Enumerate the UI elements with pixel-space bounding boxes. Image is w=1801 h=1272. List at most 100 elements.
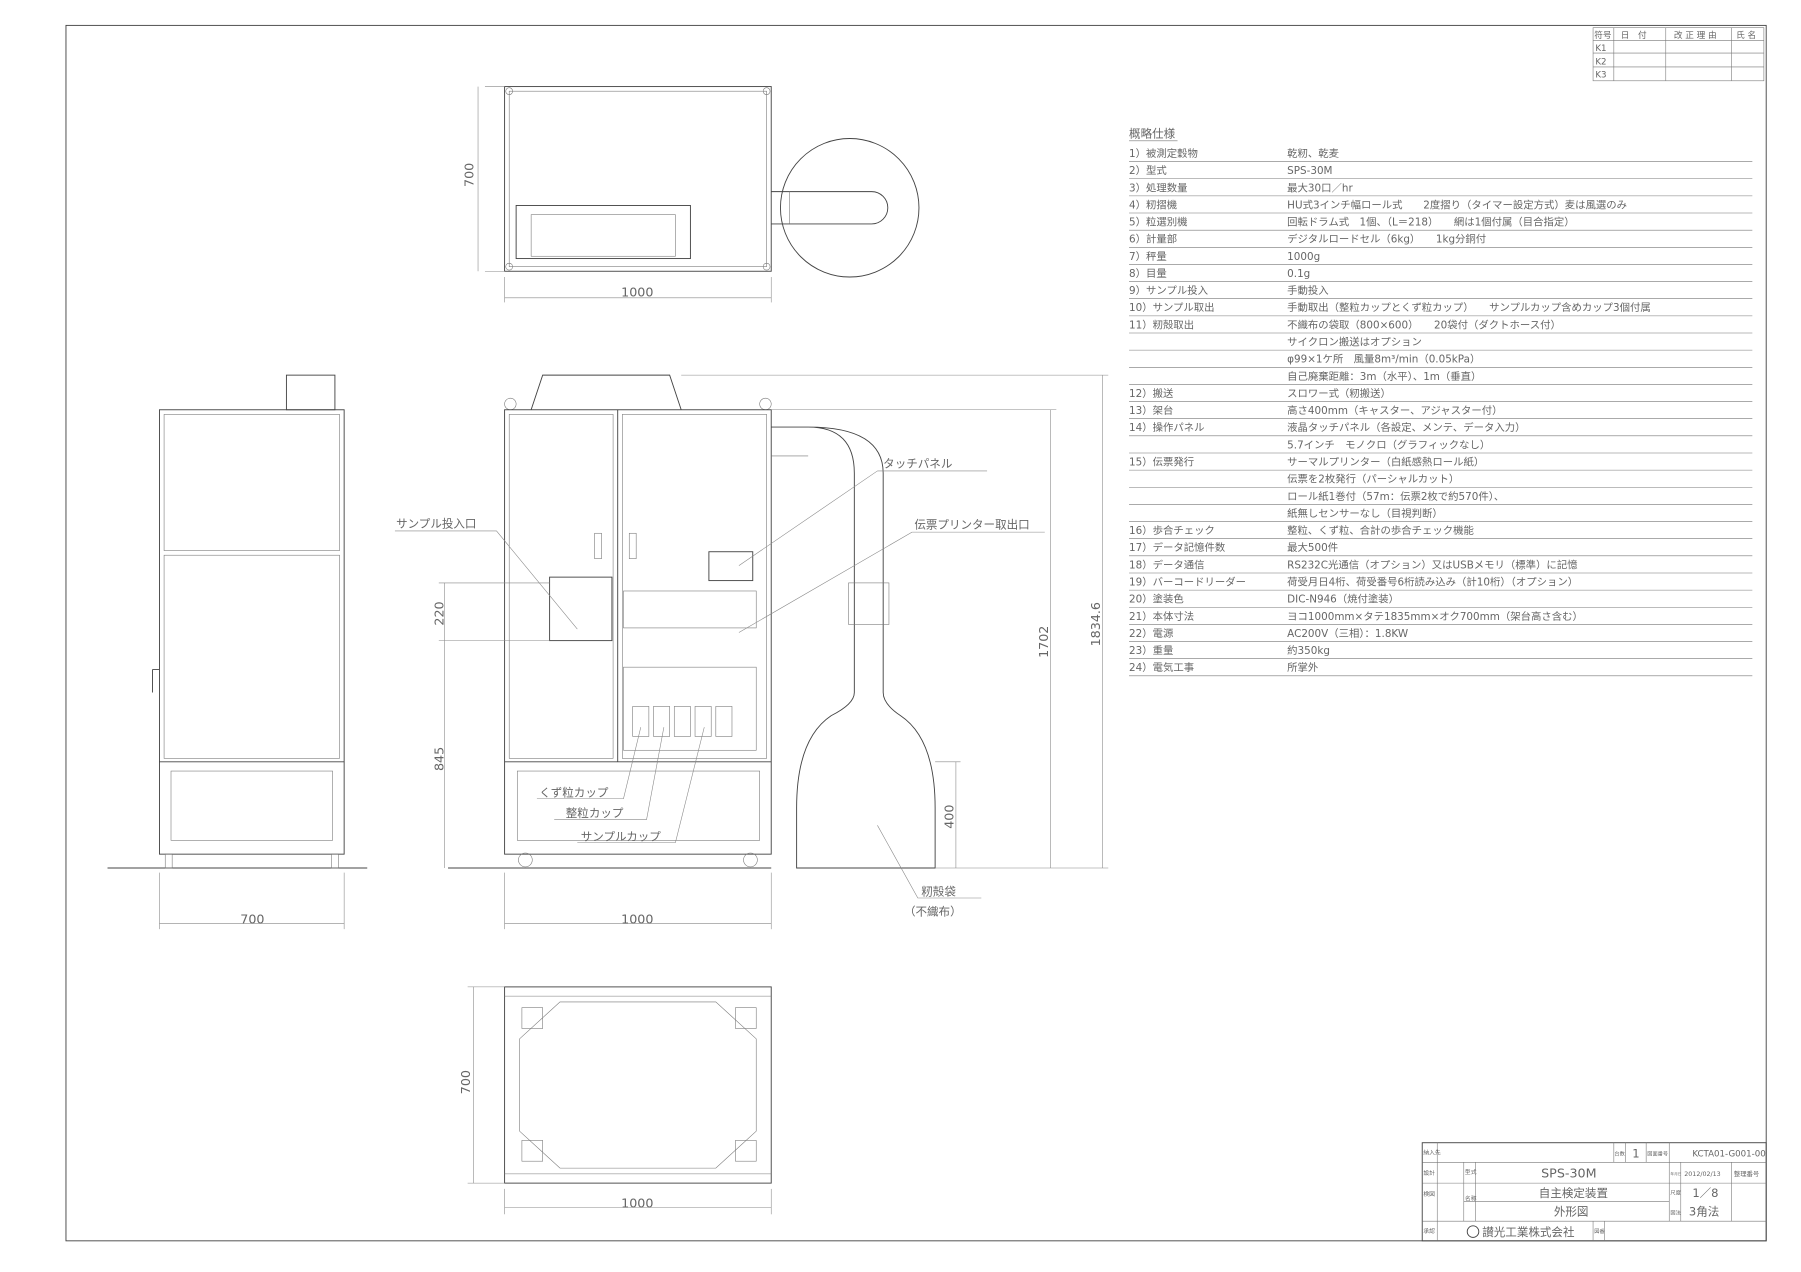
spec-value: 5.7インチ モノクロ（グラフィックなし） [1287,438,1490,451]
spec-value: 最大30口／hr [1287,181,1353,194]
tb-name: 自主検定装置 [1539,1186,1608,1200]
spec-value: 所掌外 [1287,661,1319,674]
side-view: 700 [107,374,368,930]
sheet-border [65,24,1767,1242]
spec-value: 自己廃棄距離：3m（水平）、1m（垂直） [1287,370,1481,383]
spec-row: 3）処理数量 最大30口／hr [1129,181,1753,197]
spec-value: 高さ400mm（キャスター、アジャスター付） [1287,404,1502,417]
spec-row: 伝票を2枚発行（パーシャルカット） [1129,473,1753,488]
spec-label: 10）サンプル取出 [1129,301,1215,314]
spec-label: 19）バーコードリーダー [1129,576,1246,589]
front-view: 220 845 1702 1834.6 400 1000 タッチパネル 伝票プリ… [394,374,1109,930]
spec-value: RS232C光通信（オプション）又はUSBメモリ（標準）に記憶 [1287,558,1577,571]
spec-value: 乾籾、乾麦 [1287,147,1340,160]
spec-row: 9）サンプル投入手動投入 [1129,284,1753,300]
spec-value: 液晶タッチパネル（各設定、メンテ、データ入力） [1287,421,1525,434]
spec-label: 1）被測定穀物 [1129,147,1198,160]
spec-label: 24）電気工事 [1129,661,1194,674]
dim-total-height: 1834.6 [1088,602,1103,646]
spec-label: 18）データ通信 [1129,558,1204,571]
spec-label: 3）処理数量 [1129,181,1187,194]
spec-value: 荷受月日4桁、荷受番号6桁読み込み（計10桁）（オプション） [1287,576,1578,589]
spec-row: ロール紙1巻付（57m：伝票2枚で約570件）、 [1129,490,1753,505]
spec-value: サイクロン搬送はオプション [1287,336,1422,349]
spec-label: 11）籾殻取出 [1129,318,1194,331]
spec-row: 2）型式 SPS-30M [1129,164,1753,180]
label-printer-outlet: 伝票プリンター取出口 [914,518,1029,532]
spec-label: 7）秤量 [1129,251,1167,263]
spec-label: 14）操作パネル [1129,421,1204,434]
spec-row: 13）架台 高さ400mm（キャスター、アジャスター付） [1129,404,1753,419]
spec-label: 13）架台 [1129,404,1173,417]
spec-value: SPS-30M [1287,165,1332,177]
spec-label: 23）重量 [1129,644,1173,657]
spec-row: φ99×1ケ所 風量8m³/min（0.05kPa） [1129,354,1753,368]
spec-value: 整粒、くず粒、合計の歩合チェック機能 [1287,524,1474,537]
rev-header-name: 氏 名 [1736,29,1756,41]
tb-projection: 3角法 [1689,1204,1719,1218]
label-sample-cup: サンプルカップ [581,829,661,843]
rev-header-date: 日 付 [1621,30,1647,41]
spec-row: 4）籾摺機 HU式3インチ幅ロール式 2度摺り（タイマー設定方式）麦は風選のみ [1129,198,1753,214]
spec-value: DIC-N946（焼付塗装） [1287,593,1399,606]
spec-value: 0.1g [1287,268,1310,280]
tb-date: 2012/02/13 [1684,1171,1720,1178]
spec-value: デジタルロードセル（6kg） 1kg分銅付 [1287,233,1486,246]
spec-row: 17）データ記憶件数 最大500件 [1129,541,1753,557]
spec-row: 15）伝票発行サーマルプリンター（白紙感熱ロール紙） [1129,456,1753,471]
spec-value: ヨコ1000mm×タテ1835mm×オク700mm（架台高さ含む） [1287,610,1583,623]
spec-label: 2）型式 [1129,164,1167,177]
tb-count: 1 [1632,1147,1639,1161]
tb-count-label: 台数 [1614,1149,1625,1157]
spec-value: 回転ドラム式 1個、（L＝218） 網は1個付属（目合指定） [1287,216,1574,229]
tb-model-label: 型式 [1465,1168,1477,1176]
revision-table: 符号 日 付 改 正 理 由 氏 名 K1 K2 K3 [1592,27,1765,82]
dim-inlet-height: 220 [431,601,446,625]
spec-label: 22）電源 [1129,627,1174,640]
spec-value: 伝票を2枚発行（パーシャルカット） [1287,473,1459,486]
rev-header-reason: 改 正 理 由 [1674,29,1717,41]
spec-label: 21）本体寸法 [1129,610,1194,623]
tb-drawing-label: 図番 [1594,1228,1605,1235]
dim-front-width: 1000 [621,911,653,926]
tb-drawing-no: KCTA01-G001-00 [1692,1150,1765,1160]
spec-row: 11）籾殻取出 不織布の袋取（800×600） 20袋付（ダクトホース付） [1129,318,1753,334]
spec-row: 16）歩合チェック整粒、くず粒、合計の歩合チェック機能 [1129,524,1753,539]
spec-label: 4）籾摺機 [1129,198,1177,211]
spec-value: 手動取出（整粒カップとくず粒カップ） サンプルカップ含めカップ3個付属 [1287,301,1651,314]
dim-bottom-width: 1000 [621,1195,653,1210]
spec-row: 紙無しセンサーなし（目視判断） [1129,507,1753,522]
label-husk-bag: 籾殻袋 [921,885,956,899]
tb-name-label: 名称 [1465,1194,1477,1202]
dim-side-width: 700 [240,911,264,926]
spec-value: φ99×1ケ所 風量8m³/min（0.05kPa） [1287,354,1480,366]
spec-value: 最大500件 [1287,541,1338,554]
tb-projection-label: 図法 [1670,1208,1680,1216]
spec-row: 1）被測定穀物 乾籾、乾麦 [1129,147,1753,162]
spec-value: ロール紙1巻付（57m：伝票2枚で約570件）、 [1287,490,1504,503]
tb-drawing-no-label: 図面番号 [1647,1150,1668,1157]
label-husk-bag-note: （不織布） [904,904,962,918]
spec-row: 5）粒選別機回転ドラム式 1個、（L＝218） 網は1個付属（目合指定） [1129,216,1753,231]
tb-scale-label: 尺度 [1670,1189,1680,1197]
tb-scale: 1／8 [1692,1186,1718,1200]
spec-value: 紙無しセンサーなし（目視判断） [1287,507,1443,520]
spec-label: 17）データ記憶件数 [1129,541,1226,554]
spec-row: 23）重量約350kg [1129,644,1753,659]
spec-row: サイクロン搬送はオプション [1129,336,1753,351]
label-good-cup: 整粒カップ [566,806,624,820]
spec-value: HU式3インチ幅ロール式 2度摺り（タイマー設定方式）麦は風選のみ [1287,198,1627,211]
rev-header-code: 符号 [1594,29,1612,41]
spec-value: AC200V（三相）：1.8KW [1287,627,1408,640]
rev-row-code: K1 [1595,44,1606,54]
spec-value: 不織布の袋取（800×600） 20袋付（ダクトホース付） [1287,318,1561,331]
tb-label-customer: 納入先 [1423,1148,1441,1156]
dim-top-depth: 700 [461,163,476,187]
dim-body-height: 1702 [1036,626,1051,658]
rev-row-code: K3 [1595,70,1606,80]
label-waste-cup: くず粒カップ [539,785,609,799]
